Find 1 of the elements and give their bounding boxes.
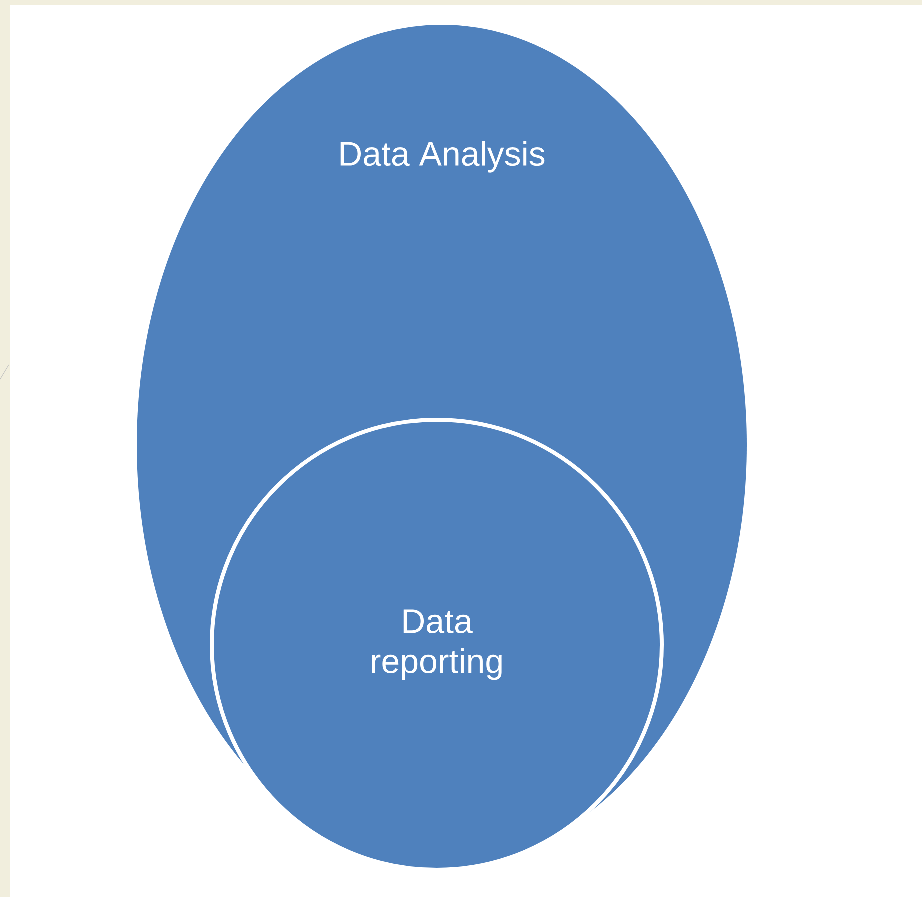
node-label: Data reporting	[372, 610, 502, 680]
